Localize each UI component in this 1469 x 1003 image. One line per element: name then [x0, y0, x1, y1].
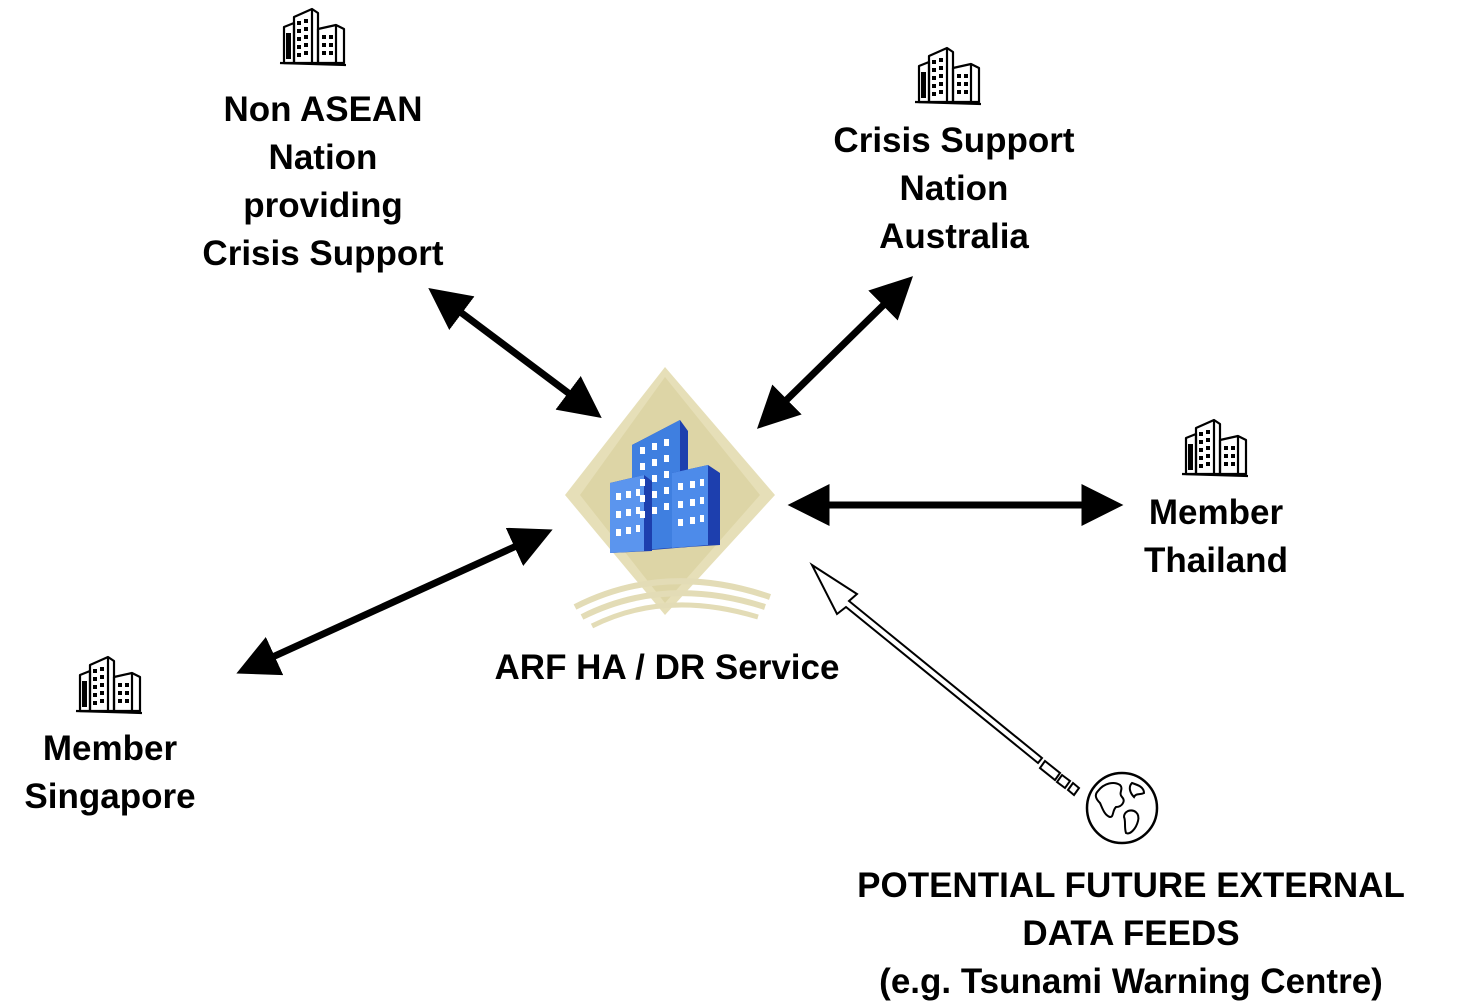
node-singapore-label: Member Singapore: [0, 725, 220, 821]
arrow-singapore-hub: [236, 527, 553, 676]
label-line: Crisis Support: [202, 234, 444, 273]
building-icon: [75, 655, 143, 715]
label-line: Singapore: [24, 777, 196, 816]
label-line: Crisis Support: [833, 121, 1075, 160]
building-icon: [914, 46, 982, 106]
external-feeds-label: POTENTIAL FUTURE EXTERNAL DATA FEEDS (e.…: [781, 862, 1469, 1003]
node-non-asean-label: Non ASEAN Nation providing Crisis Suppor…: [123, 86, 523, 278]
label-line: Australia: [879, 217, 1029, 256]
label-line: (e.g. Tsunami Warning Centre): [879, 962, 1383, 1001]
hub-building-icon: [565, 367, 775, 629]
node-thailand-label: Member Thailand: [1066, 489, 1366, 585]
label-line: ARF HA / DR Service: [494, 648, 840, 687]
hub-label: ARF HA / DR Service: [417, 644, 917, 692]
node-australia-label: Crisis Support Nation Australia: [754, 117, 1154, 261]
building-icon: [1181, 418, 1249, 478]
arrow-external-feed: [809, 562, 1081, 797]
label-line: Nation: [899, 169, 1009, 208]
label-line: Non ASEAN: [223, 90, 423, 129]
label-line: Member: [1148, 493, 1284, 532]
label-line: providing: [243, 186, 403, 225]
label-line: DATA FEEDS: [1022, 914, 1240, 953]
label-line: Member: [42, 729, 178, 768]
label-line: Thailand: [1144, 541, 1288, 580]
globe-icon: [1085, 771, 1159, 845]
building-icon: [279, 7, 347, 67]
label-line: POTENTIAL FUTURE EXTERNAL: [857, 866, 1405, 905]
arrow-australia-hub: [756, 276, 914, 429]
label-line: Nation: [268, 138, 378, 177]
arrow-non-asean-hub: [428, 287, 602, 419]
